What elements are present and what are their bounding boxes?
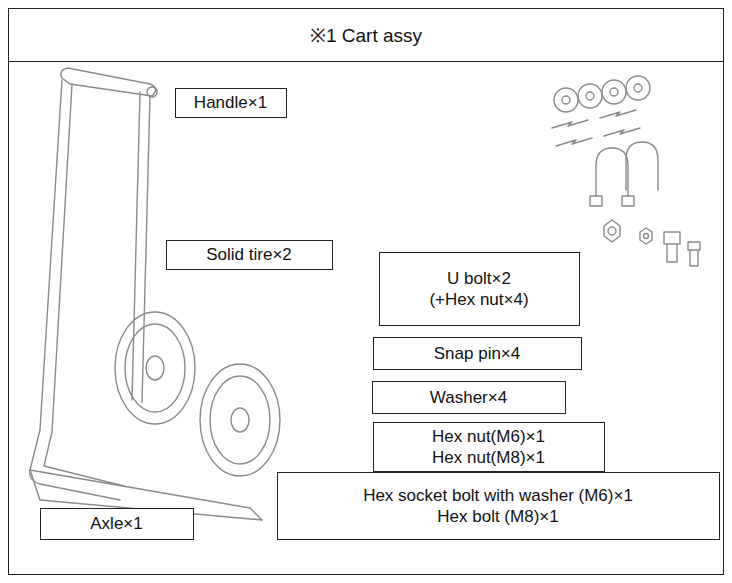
part-label-box: Axle×1 <box>40 508 194 540</box>
part-name: Solid tire×2 <box>206 244 292 265</box>
part-label-box: U bolt×2(+Hex nut×4) <box>379 252 580 326</box>
part-label-box: Snap pin×4 <box>373 337 582 370</box>
part-name: U bolt×2 <box>447 268 511 289</box>
part-label-box: Washer×4 <box>372 381 566 414</box>
part-label-box: Solid tire×2 <box>166 240 333 270</box>
parts-frame: ※1 Cart assyHandle×1Solid tire×2 U bolt×2… <box>8 8 724 575</box>
part-label-box: Hex nut(M6)×1Hex nut(M8)×1 <box>373 422 605 472</box>
part-name: Hex nut(M6)×1 <box>432 426 545 447</box>
part-name: Axle×1 <box>90 513 142 534</box>
part-name: Hex nut(M8)×1 <box>432 447 545 468</box>
part-name: Snap pin×4 <box>434 343 521 364</box>
frame-title: ※1 Cart assy <box>310 25 422 46</box>
part-label-box: Handle×1 <box>175 88 287 118</box>
part-label-box: Hex socket bolt with washer (M6)×1Hex bo… <box>277 472 720 540</box>
part-name: Handle×1 <box>194 92 267 113</box>
part-name: Hex socket bolt with washer (M6)×1 <box>363 485 633 506</box>
part-name: (+Hex nut×4) <box>429 289 528 310</box>
part-name: Hex bolt (M8)×1 <box>437 506 558 527</box>
part-name: Washer×4 <box>430 387 507 408</box>
frame-header: ※1 Cart assy <box>9 9 723 62</box>
